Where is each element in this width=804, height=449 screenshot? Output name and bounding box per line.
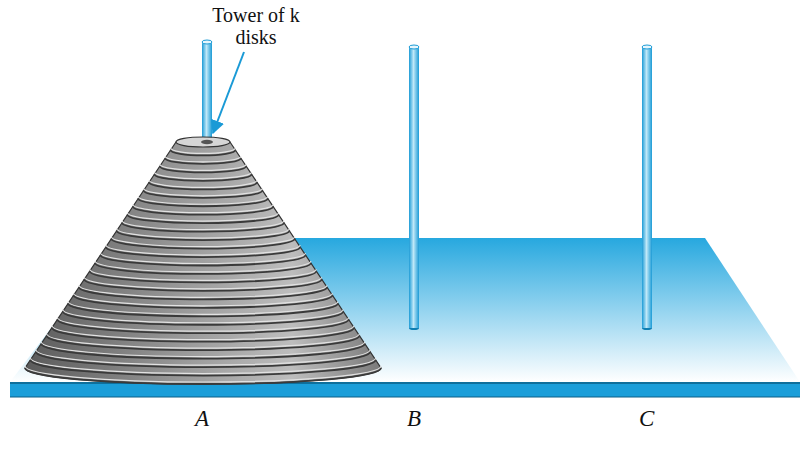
disk [106, 247, 300, 257]
disk [84, 279, 321, 291]
disk [101, 255, 306, 266]
disk [149, 182, 257, 189]
disk [149, 180, 257, 187]
disk [25, 368, 381, 384]
peg [642, 45, 652, 330]
disk [52, 328, 354, 342]
board-edge [10, 397, 800, 398]
disk [30, 360, 375, 376]
disk [47, 336, 360, 350]
disk [41, 344, 365, 359]
disk [171, 150, 236, 155]
disk [111, 239, 294, 249]
disk [154, 172, 251, 179]
disk [36, 352, 370, 367]
disk [144, 190, 263, 197]
disk [201, 140, 213, 144]
peg-label: A [195, 406, 209, 432]
disk [176, 137, 230, 147]
disk [57, 320, 348, 334]
disk-stack [25, 137, 381, 384]
callout-label: Tower of k disks [210, 4, 302, 48]
board-front [10, 382, 800, 397]
peg-label: B [407, 406, 421, 432]
peg [202, 40, 212, 144]
disk [95, 263, 311, 274]
disk [117, 231, 290, 240]
disk [122, 223, 284, 232]
disk [127, 215, 278, 224]
disk [138, 199, 268, 207]
disk [90, 271, 317, 282]
disk [68, 303, 338, 316]
disk [138, 197, 268, 205]
disk [171, 148, 236, 153]
disk [165, 158, 241, 164]
disk [74, 295, 333, 307]
disk [63, 312, 344, 325]
peg-label: C [639, 406, 654, 432]
disk [144, 188, 263, 195]
disk [25, 142, 381, 384]
leader-arrow [213, 52, 244, 133]
disk [133, 207, 273, 215]
peg [409, 45, 419, 330]
disk [160, 166, 246, 172]
disk [79, 287, 327, 299]
disk [160, 164, 246, 170]
disk [165, 156, 241, 162]
disk [154, 174, 251, 181]
